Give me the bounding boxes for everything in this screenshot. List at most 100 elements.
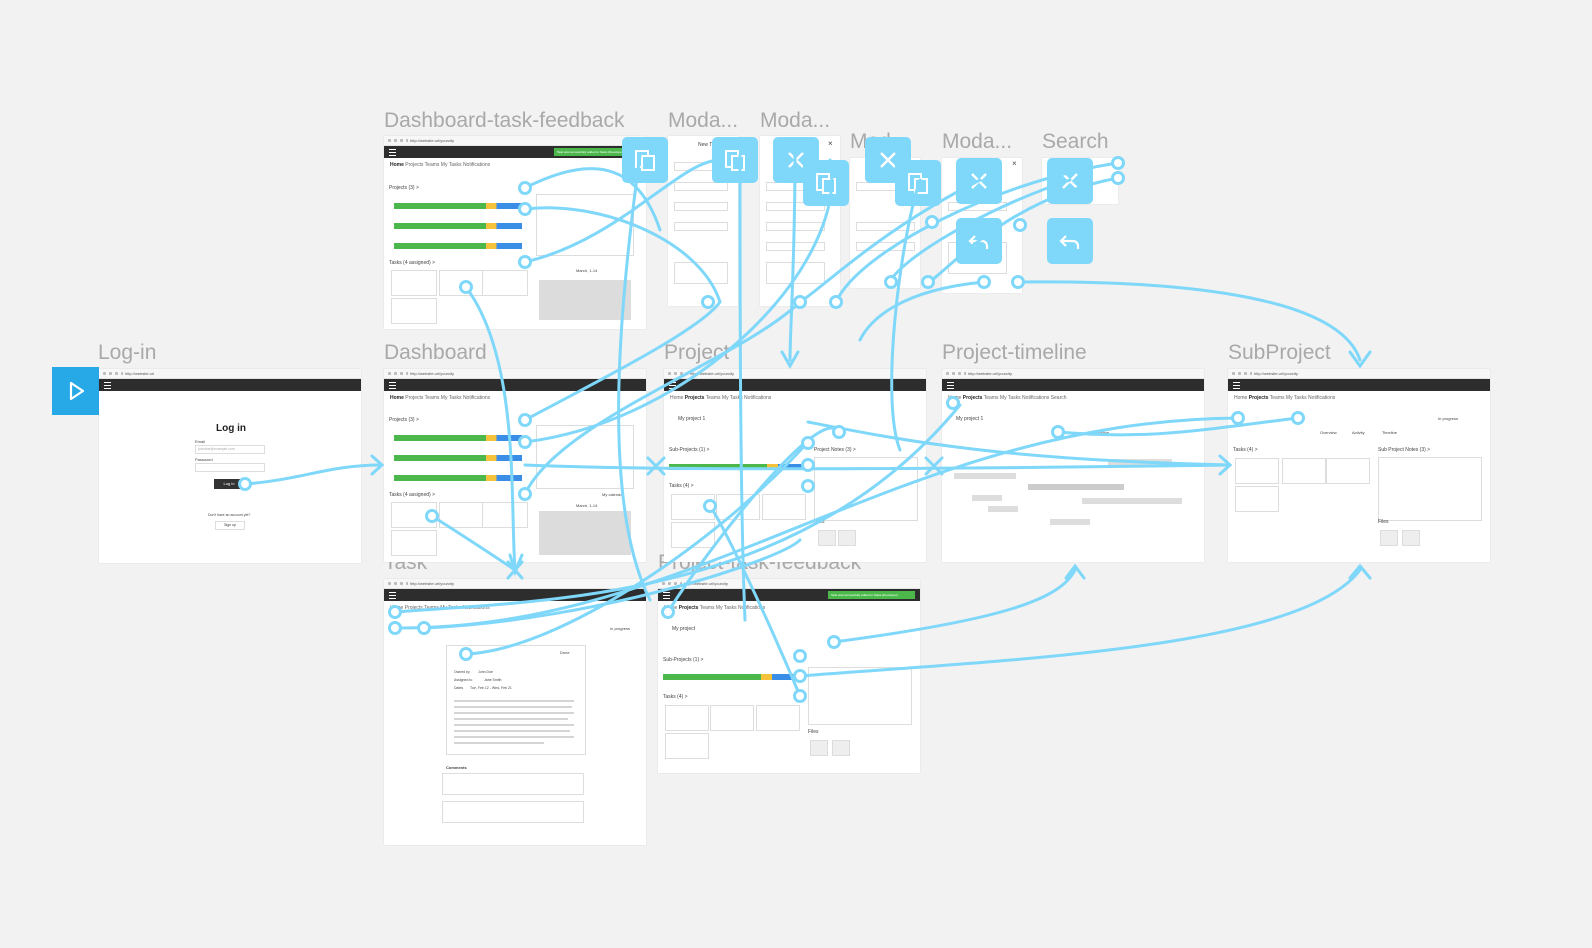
hotspot[interactable] (425, 509, 439, 523)
nav-projects[interactable]: Projects (405, 162, 424, 168)
copy-icon[interactable] (712, 137, 758, 183)
nav-notifications[interactable]: Notifications (1022, 395, 1050, 401)
nav-my-tasks[interactable]: My Tasks (721, 395, 743, 401)
hotspot[interactable] (518, 255, 532, 269)
tab-timeline[interactable]: Timeline (1094, 430, 1109, 435)
hotspot[interactable] (1051, 425, 1065, 439)
hotspot[interactable] (801, 458, 815, 472)
screen-login[interactable]: http://website.url Log in Email johndoe@… (99, 369, 361, 563)
nav-home[interactable]: Home (1234, 395, 1248, 401)
screen-project-timeline[interactable]: http://website.url/yourcity Home Project… (942, 369, 1204, 562)
nav-home[interactable]: Home (390, 395, 404, 401)
signup-button[interactable]: Sign up (215, 521, 245, 530)
nav-notifications[interactable]: Notifications (462, 395, 491, 401)
calendar-label[interactable]: My calendar (602, 492, 624, 497)
close-icon[interactable]: × (828, 139, 833, 148)
screen-task[interactable]: http://website.url/yourcity Home Project… (384, 579, 646, 845)
nav-notifications[interactable]: Notifications (462, 162, 491, 168)
nav-projects[interactable]: Projects (684, 395, 705, 401)
nav-my-tasks[interactable]: My Tasks (440, 162, 462, 168)
tab-timeline[interactable]: Timeline (1382, 430, 1397, 435)
tab-overview[interactable]: Overview (1320, 430, 1337, 435)
nav-teams[interactable]: Teams (699, 605, 715, 611)
start-flow-button[interactable] (52, 367, 99, 415)
hotspot[interactable] (921, 275, 935, 289)
nav-my-tasks[interactable]: My Tasks (999, 395, 1021, 401)
hotspot[interactable] (793, 649, 807, 663)
hotspot[interactable] (1011, 275, 1025, 289)
hotspot[interactable] (1013, 218, 1027, 232)
email-field[interactable]: johndoe@example.com (195, 445, 265, 454)
hotspot[interactable] (793, 669, 807, 683)
hotspot[interactable] (884, 275, 898, 289)
hotspot[interactable] (388, 605, 402, 619)
nav-notifications[interactable]: Notifications (738, 605, 766, 611)
hotspot[interactable] (518, 435, 532, 449)
hotspot[interactable] (518, 413, 532, 427)
hotspot[interactable] (793, 689, 807, 703)
hotspot[interactable] (417, 621, 431, 635)
back-icon[interactable] (1047, 218, 1093, 264)
nav-home[interactable]: Home (390, 162, 404, 168)
hotspot[interactable] (832, 425, 846, 439)
password-field[interactable] (195, 463, 265, 472)
hotspot[interactable] (801, 436, 815, 450)
hotspot[interactable] (388, 621, 402, 635)
nav-projects[interactable]: Projects (404, 605, 423, 611)
nav-projects[interactable]: Projects (678, 605, 699, 611)
hotspot[interactable] (703, 499, 717, 513)
hotspot[interactable] (827, 635, 841, 649)
screen-project[interactable]: http://website.url/yourcity Home Project… (664, 369, 926, 562)
hotspot[interactable] (1111, 171, 1125, 185)
email-label: Email (195, 439, 206, 444)
nav-teams[interactable]: Teams (983, 395, 999, 401)
copy-icon[interactable] (803, 160, 849, 206)
back-icon[interactable] (956, 218, 1002, 264)
hotspot-login[interactable] (238, 477, 252, 491)
hotspot[interactable] (518, 487, 532, 501)
hotspot[interactable] (518, 181, 532, 195)
hotspot[interactable] (459, 280, 473, 294)
nav-projects[interactable]: Projects (405, 395, 424, 401)
hotspot[interactable] (661, 605, 675, 619)
nav-projects[interactable]: Projects (962, 395, 983, 401)
nav-home[interactable]: Home (670, 395, 684, 401)
screen-dashboard-feedback[interactable]: http://website.url/yourcity Task was suc… (384, 136, 646, 329)
hotspot[interactable] (946, 396, 960, 410)
nav-teams[interactable]: Teams (424, 605, 439, 611)
close-icon[interactable]: × (1012, 159, 1017, 168)
nav-search[interactable]: Search (1050, 395, 1067, 401)
hotspot[interactable] (793, 295, 807, 309)
nav-my-tasks[interactable]: My Tasks (715, 605, 737, 611)
hotspot[interactable] (1291, 411, 1305, 425)
copy-icon[interactable] (622, 137, 668, 183)
nav-teams[interactable]: Teams (1269, 395, 1285, 401)
hotspot[interactable] (801, 479, 815, 493)
nav-notifications[interactable]: Notifications (462, 605, 490, 611)
nav-teams[interactable]: Teams (705, 395, 721, 401)
nav-notifications[interactable]: Notifications (744, 395, 772, 401)
nav-my-tasks[interactable]: My Tasks (440, 605, 461, 611)
nav-projects[interactable]: Projects (1248, 395, 1269, 401)
screen-subproject[interactable]: http://website.url/yourcity Home Project… (1228, 369, 1490, 562)
screen-project-feedback[interactable]: http://website.url/yourcity Task was suc… (658, 579, 920, 773)
hotspot[interactable] (925, 215, 939, 229)
hotspot[interactable] (977, 275, 991, 289)
hotspot[interactable] (1111, 156, 1125, 170)
nav-my-tasks[interactable]: My Tasks (440, 395, 462, 401)
hotspot[interactable] (459, 647, 473, 661)
nav-my-tasks[interactable]: My Tasks (1285, 395, 1307, 401)
hotspot[interactable] (1231, 411, 1245, 425)
screen-dashboard[interactable]: http://website.url/yourcity Home Project… (384, 369, 646, 562)
hotspot[interactable] (829, 295, 843, 309)
login-button[interactable]: Log in (214, 479, 244, 489)
hotspot[interactable] (701, 295, 715, 309)
nav-teams[interactable]: Teams (424, 395, 440, 401)
copy-icon[interactable] (895, 160, 941, 206)
close-icon[interactable] (956, 158, 1002, 204)
hotspot[interactable] (518, 202, 532, 216)
nav-teams[interactable]: Teams (424, 162, 440, 168)
close-icon[interactable] (1047, 158, 1093, 204)
nav-notifications[interactable]: Notifications (1308, 395, 1336, 401)
tab-activity[interactable]: Activity (1352, 430, 1365, 435)
